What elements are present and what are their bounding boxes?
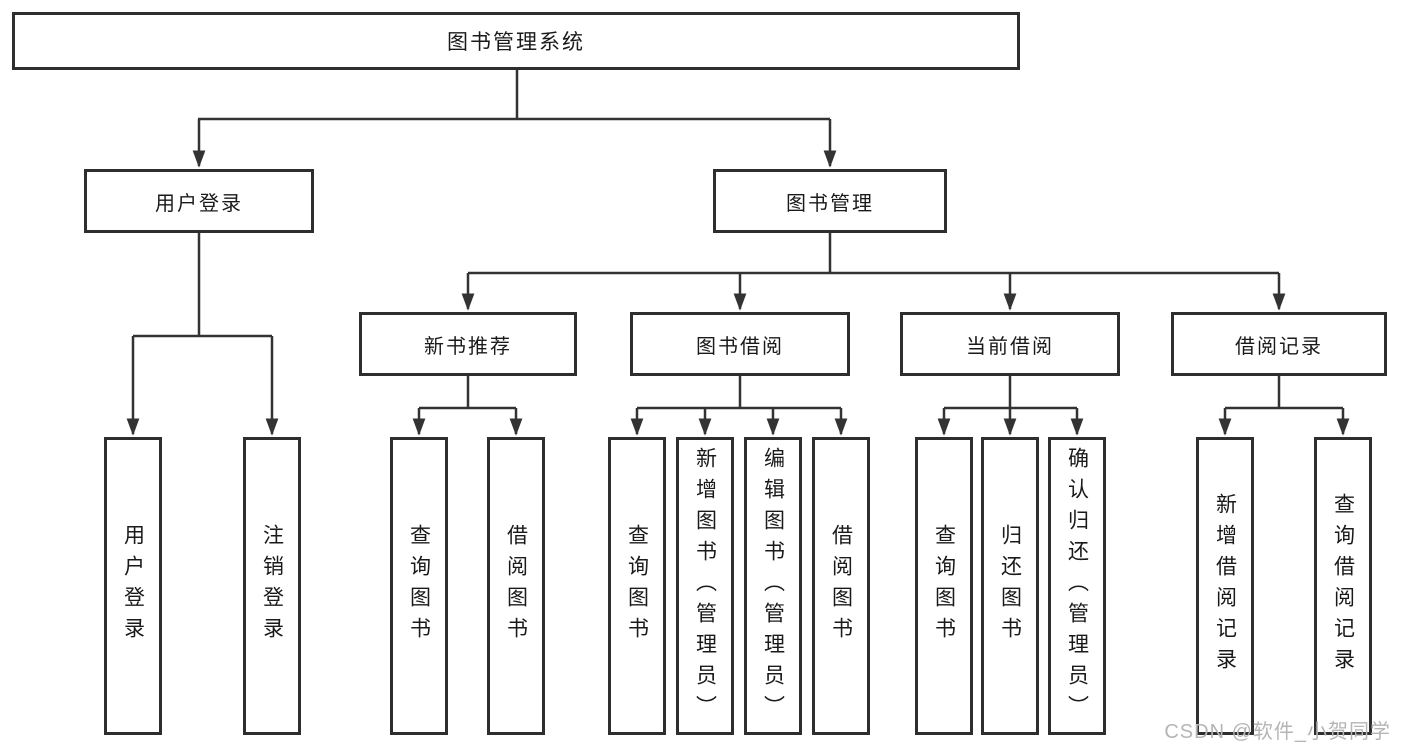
node-borrow-records: 借阅记录	[1171, 312, 1387, 376]
node-label: 借阅图书	[829, 524, 853, 648]
node-leaf-add-books-admin: 新增图书（管理员）	[676, 437, 734, 735]
node-leaf-borrow-books-1: 借阅图书	[487, 437, 545, 735]
node-book-management: 图书管理	[713, 169, 947, 233]
node-label: 新增借阅记录	[1213, 493, 1237, 679]
node-label: 编辑图书（管理员）	[761, 446, 785, 726]
node-label: 用户登录	[121, 524, 145, 648]
node-user-login: 用户登录	[84, 169, 314, 233]
node-label: 注销登录	[260, 524, 284, 648]
node-label: 借阅图书	[504, 524, 528, 648]
node-leaf-user-login: 用户登录	[104, 437, 162, 735]
node-label: 新增图书（管理员）	[693, 446, 717, 726]
node-leaf-query-books-2: 查询图书	[608, 437, 666, 735]
node-label: 查询图书	[625, 524, 649, 648]
node-label: 查询借阅记录	[1331, 493, 1355, 679]
node-new-book-recommend: 新书推荐	[359, 312, 577, 376]
node-leaf-confirm-return-admin: 确认归还（管理员）	[1048, 437, 1106, 735]
node-leaf-return-books: 归还图书	[981, 437, 1039, 735]
node-leaf-logout: 注销登录	[243, 437, 301, 735]
node-leaf-query-borrow-record: 查询借阅记录	[1314, 437, 1372, 735]
csdn-watermark: CSDN @软件_小贺同学	[1164, 721, 1391, 743]
node-label: 查询图书	[932, 524, 956, 648]
node-leaf-query-books-1: 查询图书	[390, 437, 448, 735]
node-leaf-edit-books-admin: 编辑图书（管理员）	[744, 437, 802, 735]
node-label: 确认归还（管理员）	[1065, 446, 1089, 726]
node-leaf-add-borrow-record: 新增借阅记录	[1196, 437, 1254, 735]
node-label: 查询图书	[407, 524, 431, 648]
node-library-system: 图书管理系统	[12, 12, 1020, 70]
node-current-borrow: 当前借阅	[900, 312, 1120, 376]
node-label: 归还图书	[998, 524, 1022, 648]
node-book-borrow: 图书借阅	[630, 312, 850, 376]
node-leaf-borrow-books-2: 借阅图书	[812, 437, 870, 735]
node-leaf-query-books-3: 查询图书	[915, 437, 973, 735]
